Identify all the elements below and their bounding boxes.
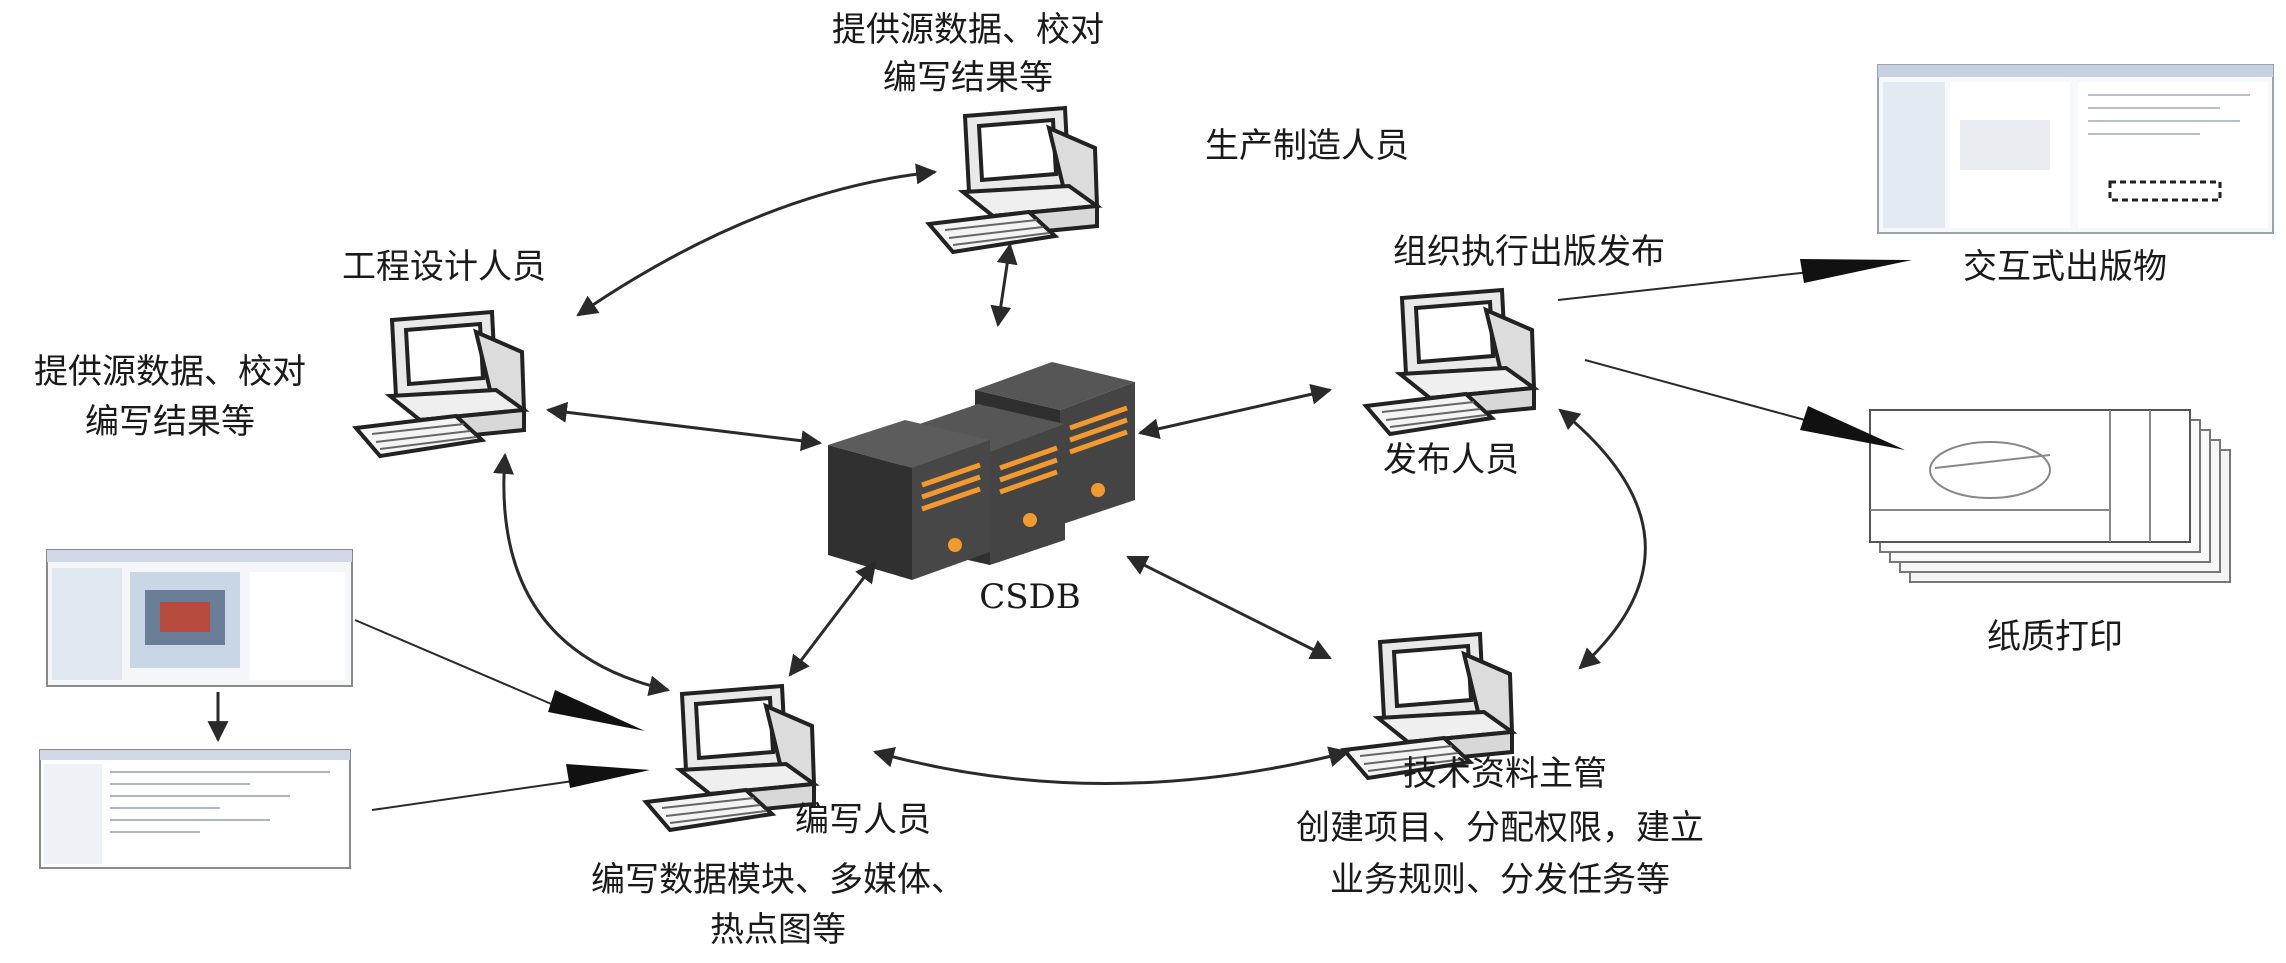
feed-arrows [354, 259, 1912, 811]
writer-desc-line2: 热点图等 [710, 910, 846, 950]
pc-publisher-icon [1364, 288, 1536, 436]
production-desc-line2: 编写结果等 [883, 58, 1053, 98]
paper-print-stack-icon [1869, 409, 2231, 583]
writer-desc-line1: 编写数据模块、多媒体、 [591, 860, 965, 900]
engineering-designer-label: 工程设计人员 [342, 247, 546, 287]
production-staff-label: 生产制造人员 [1205, 126, 1409, 166]
engineering-desc-line2: 编写结果等 [85, 402, 255, 442]
paper-print-label: 纸质打印 [1987, 617, 2123, 657]
engineering-desc-line1: 提供源数据、校对 [34, 352, 306, 392]
pc-writer-icon [644, 684, 816, 832]
writer-label: 编写人员 [795, 800, 931, 840]
manager-desc-line1: 创建项目、分配权限，建立 [1296, 808, 1704, 848]
publish-org-label: 组织执行出版发布 [1393, 232, 1665, 272]
pc-production-staff-icon [927, 106, 1099, 254]
publisher-label: 发布人员 [1383, 440, 1519, 480]
interactive-publication-label: 交互式出版物 [1963, 247, 2167, 287]
manager-desc-line2: 业务规则、分发任务等 [1330, 860, 1670, 900]
engine-model-screenshot [46, 549, 353, 687]
xml-editor-screenshot [39, 749, 351, 869]
interactive-publication-screenshot [1877, 64, 2274, 234]
production-desc-line1: 提供源数据、校对 [832, 10, 1104, 50]
pc-engineering-designer-icon [354, 310, 526, 458]
manager-label: 技术资料主管 [1403, 754, 1607, 794]
connector-arrows [207, 163, 1647, 785]
csdb-label: CSDB [979, 577, 1081, 617]
csdb-server-icon [828, 362, 1135, 580]
